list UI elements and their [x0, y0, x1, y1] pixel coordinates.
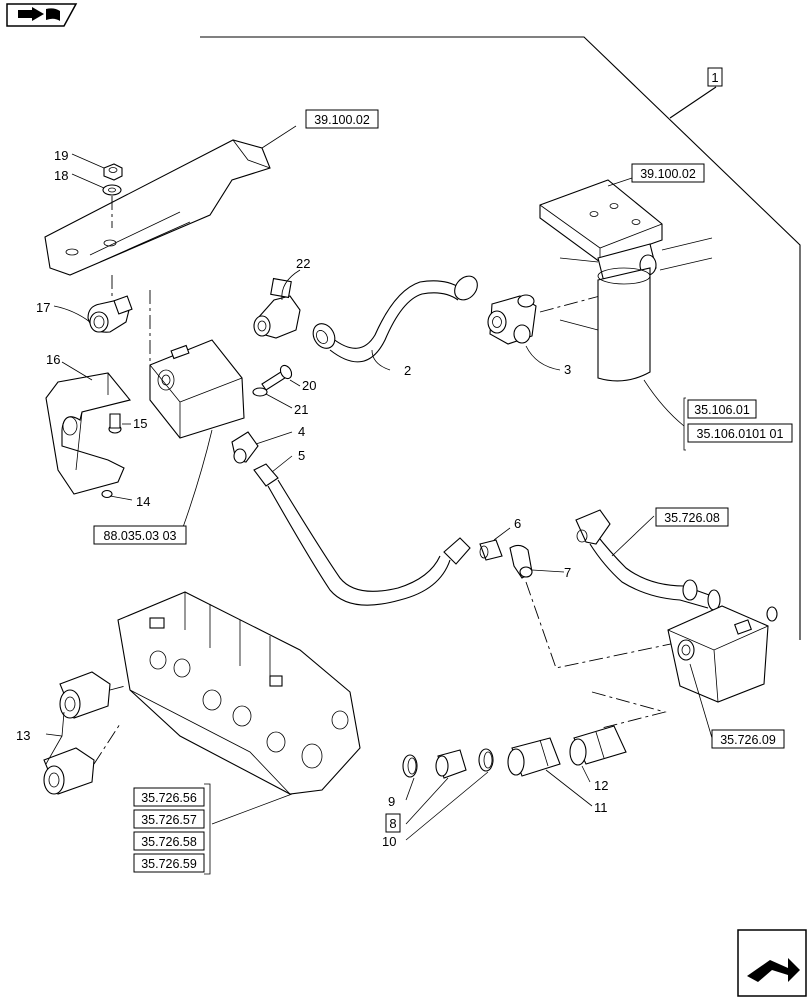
book-arrow-icon[interactable] [6, 3, 78, 27]
screw-14 [101, 489, 113, 499]
elbow-fitting-17 [87, 295, 133, 333]
callout-19: 19 [54, 148, 68, 163]
upper-support-plate [44, 139, 271, 276]
leader-lines [45, 125, 713, 841]
o-ring-10 [478, 748, 494, 772]
callout-9: 9 [388, 794, 395, 809]
connector-4 [231, 431, 259, 464]
ref-39-100-02-right[interactable]: 39.100.02 [631, 163, 705, 183]
ref-35-106-01[interactable]: 35.106.01 [687, 399, 757, 419]
callout-22: 22 [296, 256, 310, 271]
callout-2: 2 [404, 363, 411, 378]
callout-4: 4 [298, 424, 305, 439]
callout-3: 3 [564, 362, 571, 377]
ref-35-726-58[interactable]: 35.726.58 [133, 831, 205, 851]
control-valve-stack [117, 591, 361, 795]
elbow-fitting-22 [253, 277, 301, 339]
adapter-6 [479, 539, 503, 561]
ref-35-726-57[interactable]: 35.726.57 [133, 809, 205, 829]
callout-5: 5 [298, 448, 305, 463]
hose-5 [253, 463, 471, 606]
ref-88-035-03-03[interactable]: 88.035.03 03 [93, 525, 187, 545]
valve-block-88 [149, 339, 245, 439]
callout-15: 15 [133, 416, 147, 431]
tee-fitting-3 [487, 294, 537, 345]
svg-text:35.106.0101 01: 35.106.0101 01 [697, 427, 784, 441]
callout-1: 1 [707, 67, 723, 87]
callout-12: 12 [594, 778, 608, 793]
svg-text:35.726.56: 35.726.56 [141, 791, 197, 805]
washer-18 [102, 184, 122, 196]
mounting-bracket-16 [45, 372, 131, 495]
screw-15 [108, 413, 122, 434]
svg-text:35.726.58: 35.726.58 [141, 835, 197, 849]
callout-14: 14 [136, 494, 150, 509]
nut-19 [103, 163, 123, 181]
callout-20: 20 [302, 378, 316, 393]
washer-21 [252, 387, 268, 397]
callout-8: 8 [385, 813, 401, 833]
ref-35-106-0101-01[interactable]: 35.106.0101 01 [687, 423, 793, 443]
callout-16: 16 [46, 352, 60, 367]
solenoid-coil-13-lower [43, 747, 95, 795]
adapter-8 [435, 749, 467, 779]
ref-35-726-08[interactable]: 35.726.08 [655, 507, 729, 527]
ref-39-100-02-left[interactable]: 39.100.02 [305, 109, 379, 129]
ref-35-106-group: 35.106.01 35.106.0101 01 [683, 397, 793, 451]
callout-13: 13 [16, 728, 30, 743]
callout-17: 17 [36, 300, 50, 315]
valve-block-35-726-09 [667, 605, 778, 703]
ref-35-726-09[interactable]: 35.726.09 [711, 729, 785, 749]
callout-7: 7 [564, 565, 571, 580]
pipe-35-726-08 [575, 509, 721, 611]
o-ring-9 [402, 754, 418, 778]
svg-text:88.035.03 03: 88.035.03 03 [104, 529, 177, 543]
ref-35-726-group: 35.726.56 35.726.57 35.726.58 35.726.59 [133, 783, 211, 875]
svg-text:35.726.09: 35.726.09 [720, 733, 776, 747]
hose-2 [312, 275, 478, 363]
callout-6: 6 [514, 516, 521, 531]
callout-21: 21 [294, 402, 308, 417]
solenoid-coil-13-upper [59, 671, 111, 719]
svg-text:39.100.02: 39.100.02 [314, 113, 370, 127]
svg-text:35.106.01: 35.106.01 [694, 403, 750, 417]
ref-35-726-59[interactable]: 35.726.59 [133, 853, 205, 873]
callout-18: 18 [54, 168, 68, 183]
assembly-boundary-line [200, 36, 801, 640]
bolt-20 [261, 364, 293, 391]
svg-text:8: 8 [389, 816, 396, 831]
elbow-7 [509, 544, 533, 579]
svg-text:35.726.08: 35.726.08 [664, 511, 720, 525]
coupler-11 [507, 737, 561, 777]
svg-text:35.726.59: 35.726.59 [141, 857, 197, 871]
next-page-arrow-icon[interactable] [737, 929, 807, 997]
svg-text:39.100.02: 39.100.02 [640, 167, 696, 181]
callout-11: 11 [594, 800, 608, 815]
ref-35-726-56[interactable]: 35.726.56 [133, 787, 205, 807]
svg-text:35.726.57: 35.726.57 [141, 813, 197, 827]
svg-text:1: 1 [711, 70, 718, 85]
coupler-12 [569, 725, 627, 766]
filter-housing [539, 179, 713, 382]
callout-10: 10 [382, 834, 396, 849]
